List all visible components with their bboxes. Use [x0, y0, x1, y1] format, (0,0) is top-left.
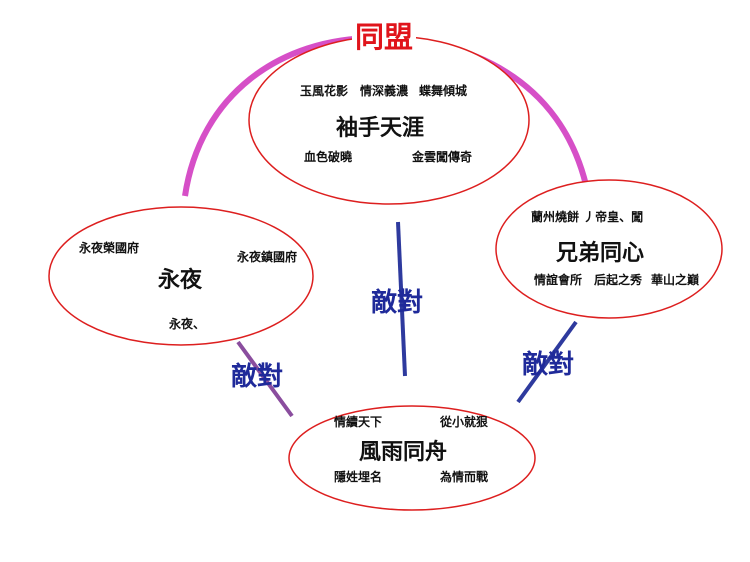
member-xuese: 血色破曉 [304, 150, 353, 164]
ellipse-xiongdi [495, 179, 723, 319]
hostility-line-yongye-fengyu [236, 340, 294, 418]
ellipse-yongye [48, 206, 314, 346]
group-name-fengyu: 風雨同舟 [359, 440, 448, 465]
hostility-label-center: 敵對 [371, 288, 424, 318]
member-yongye-rong: 永夜榮國府 [79, 241, 140, 255]
group-name-xiongdi: 兄弟同心 [556, 241, 645, 266]
member-yinxing: 隱姓埋名 [334, 470, 383, 484]
member-congxiao: 從小就狠 [440, 415, 489, 429]
member-yongye-zhen: 永夜鎮國府 [237, 250, 298, 264]
member-huashan: 華山之巔 [651, 273, 700, 287]
member-yongye-3: 永夜、 [169, 317, 206, 331]
hostility-line-xiongdi-fengyu [516, 320, 578, 404]
hostility-line-xiushou-fengyu [396, 221, 407, 377]
member-diewu: 蝶舞傾城 [419, 84, 468, 98]
member-jinyun: 金雲闖傳奇 [412, 150, 473, 164]
member-weiqing: 為情而戰 [440, 470, 489, 484]
group-name-xiushou: 袖手天涯 [336, 116, 425, 141]
member-qingxu: 情續天下 [334, 415, 383, 429]
member-yufeng: 玉風花影 [300, 84, 349, 98]
ellipse-fengyu [288, 405, 536, 511]
member-houqi: 后起之秀 [594, 273, 643, 287]
hostility-label-right: 敵對 [522, 350, 575, 380]
member-qingyi: 情誼會所 [534, 273, 583, 287]
member-lanzhou: 蘭州燒餅 丿帝皇、闖 [531, 210, 644, 224]
member-qingshen: 情深義濃 [360, 84, 409, 98]
hostility-label-left: 敵對 [231, 362, 284, 392]
group-name-yongye: 永夜 [158, 268, 203, 293]
alliance-label: 同盟 [352, 14, 417, 56]
